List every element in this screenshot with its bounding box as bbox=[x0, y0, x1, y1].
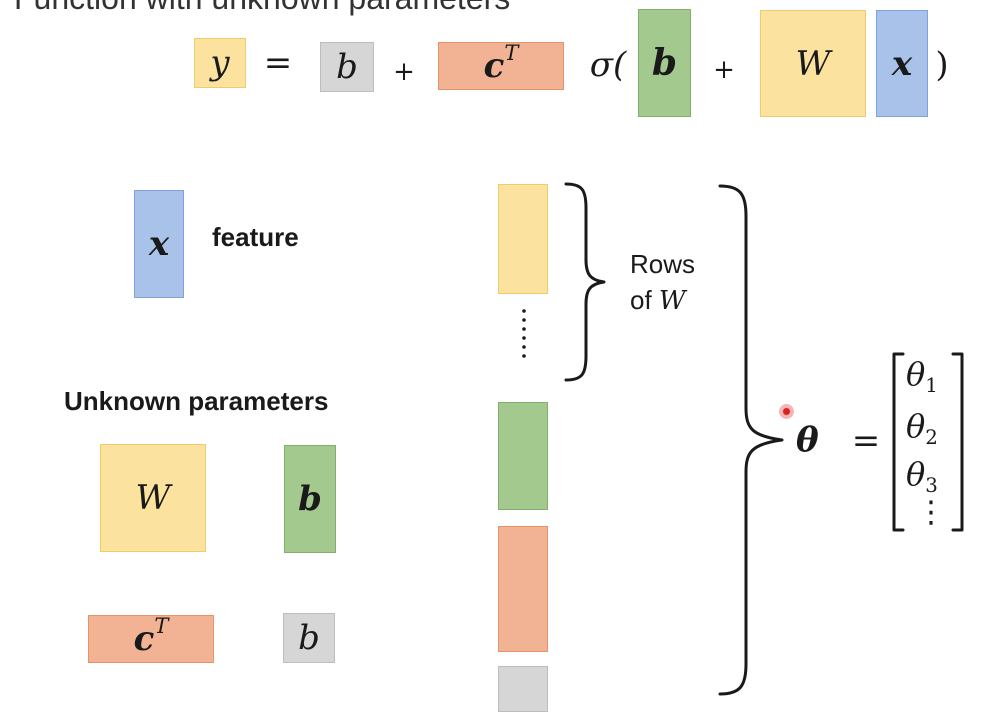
unknown-b-vector-box: b bbox=[284, 445, 336, 553]
feature-label: feature bbox=[212, 222, 299, 252]
rows-label-line2: of W bbox=[630, 285, 686, 316]
unknown-w-box: W bbox=[100, 444, 206, 552]
feature-x-box: x bbox=[134, 190, 184, 298]
x-vector-box: x bbox=[876, 10, 928, 117]
theta-entry-2: θ2 bbox=[906, 407, 938, 449]
rows-brace bbox=[564, 182, 606, 382]
theta-entry-1: θ1 bbox=[906, 355, 938, 397]
unknown-b-vector-symbol: b bbox=[298, 479, 322, 519]
pointer-cursor bbox=[779, 404, 794, 419]
plus-sign-2: + bbox=[713, 55, 735, 85]
theta-equals: = bbox=[851, 421, 881, 461]
stack-c-segment bbox=[498, 526, 548, 652]
y-box: y bbox=[194, 38, 246, 88]
b-vector-symbol: b bbox=[651, 42, 678, 84]
c-transpose-symbol: cT bbox=[483, 40, 519, 86]
rows-of-w-label: Rows of W bbox=[630, 246, 695, 319]
equals-sign: = bbox=[263, 43, 293, 83]
b-scalar-box: b bbox=[320, 42, 374, 92]
sigma-open: σ( bbox=[589, 45, 627, 85]
rows-label-line1: Rows bbox=[630, 249, 696, 279]
theta-vdots: ⋮ bbox=[916, 495, 946, 530]
theta-entry-3: θ3 bbox=[906, 455, 938, 497]
unknown-c-transpose-box: cT bbox=[88, 615, 214, 663]
unknown-w-symbol: W bbox=[135, 478, 171, 518]
b-scalar-symbol: b bbox=[336, 47, 358, 87]
close-paren: ) bbox=[935, 45, 949, 85]
b-vector-box: b bbox=[638, 9, 691, 117]
stack-b-scalar-segment bbox=[498, 666, 548, 712]
stack-w-row-segment bbox=[498, 184, 548, 294]
c-transpose-box: cT bbox=[438, 42, 564, 90]
y-symbol: y bbox=[210, 43, 230, 83]
stack-b-vector-segment bbox=[498, 402, 548, 510]
vertical-dots-icon bbox=[522, 309, 526, 358]
plus-sign: + bbox=[393, 57, 415, 87]
x-vector-symbol: x bbox=[891, 43, 913, 84]
stack-vertical-dots bbox=[520, 307, 528, 363]
feature-x-symbol: x bbox=[148, 224, 170, 264]
theta-brace bbox=[718, 184, 784, 696]
unknown-b-scalar-symbol: b bbox=[298, 618, 320, 658]
vector-right-bracket bbox=[951, 352, 964, 532]
unknown-b-scalar-box: b bbox=[283, 613, 335, 663]
unknown-parameters-heading: Unknown parameters bbox=[64, 386, 329, 416]
w-matrix-symbol: W bbox=[795, 43, 831, 84]
vector-left-bracket bbox=[892, 352, 905, 532]
w-matrix-box: W bbox=[760, 10, 866, 117]
slide-title: Function with unknown parameters bbox=[14, 0, 510, 17]
theta-symbol: θ bbox=[796, 420, 819, 460]
unknown-c-transpose-symbol: cT bbox=[133, 613, 169, 659]
